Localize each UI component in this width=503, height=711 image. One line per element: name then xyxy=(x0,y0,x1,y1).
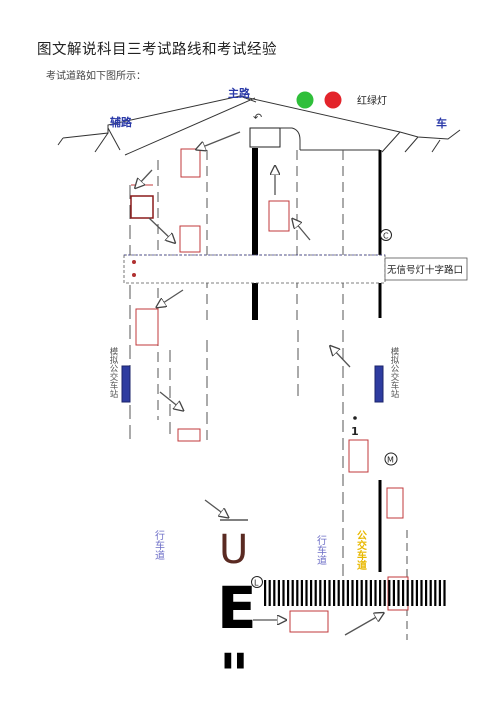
zebra-stripe xyxy=(296,580,299,606)
document-title: 图文解说科目三考试路线和考试经验 xyxy=(37,42,277,58)
lane-left-label: 行车道 xyxy=(153,529,165,560)
zebra-stripe xyxy=(323,580,326,606)
zebra-stripe xyxy=(425,580,428,606)
marker-m-icon: M xyxy=(384,452,398,466)
marker-c-upper: C xyxy=(380,229,392,241)
zebra-crossing xyxy=(264,580,446,606)
road-outline xyxy=(57,95,461,156)
zebra-stripe xyxy=(429,580,432,606)
zebra-stripe xyxy=(443,580,446,606)
zebra-stripe xyxy=(369,580,372,606)
svg-text:C: C xyxy=(383,232,389,241)
zebra-stripe xyxy=(420,580,423,606)
zebra-stripe xyxy=(273,580,276,606)
zebra-stripe xyxy=(277,580,280,606)
zebra-stripe xyxy=(360,580,363,606)
zebra-stripe xyxy=(434,580,437,606)
bus-stop-right: 模拟公交车站 xyxy=(374,346,399,403)
green-light-icon xyxy=(296,91,314,109)
red-light-icon xyxy=(324,91,342,109)
zebra-stripe xyxy=(392,580,395,606)
zebra-stripe xyxy=(268,580,271,606)
svg-text:M: M xyxy=(387,456,394,465)
zebra-stripe xyxy=(388,580,391,606)
zebra-stripe xyxy=(287,580,290,606)
zebra-stripe xyxy=(374,580,377,606)
zebra-stripe xyxy=(310,580,313,606)
bus-stop-right-label: 模拟公交车站 xyxy=(389,346,399,399)
zebra-stripe xyxy=(291,580,294,606)
zebra-stripe xyxy=(365,580,368,606)
intersection-label: 无信号灯十字路口 xyxy=(387,264,463,276)
zebra-stripe xyxy=(438,580,441,606)
zebra-stripe xyxy=(305,580,308,606)
big-letter-e: E xyxy=(217,574,257,642)
svg-text:↶: ↶ xyxy=(253,111,262,124)
marker-1: 1 xyxy=(351,416,359,438)
zebra-stripe xyxy=(346,580,349,606)
big-letter-u: U xyxy=(219,527,248,573)
lower-lane-lines xyxy=(169,330,408,640)
zebra-stripe xyxy=(383,580,386,606)
right-road-label: 车 xyxy=(436,116,447,130)
traffic-light-label: 红绿灯 xyxy=(357,94,387,107)
vehicle-boxes-upper xyxy=(130,148,290,346)
intersection-band: 无信号灯十字路口 xyxy=(123,254,468,284)
zebra-stripe xyxy=(314,580,317,606)
aux-road-label: 辅路 xyxy=(110,115,133,129)
zebra-stripe xyxy=(328,580,331,606)
bus-stop-left-label: 模拟公交车站 xyxy=(108,346,118,399)
zebra-stripe xyxy=(337,580,340,606)
zebra-stripe xyxy=(397,580,400,606)
zebra-stripe xyxy=(351,580,354,606)
document-subtitle: 考试道路如下图所示： xyxy=(46,71,146,82)
main-road-label: 主路 xyxy=(228,86,251,100)
lane-right-label: 行车道 xyxy=(315,534,327,565)
zebra-stripe xyxy=(264,580,267,606)
svg-text:L: L xyxy=(254,579,259,588)
zebra-stripe xyxy=(300,580,303,606)
zebra-stripe xyxy=(333,580,336,606)
zebra-stripe xyxy=(415,580,418,606)
zebra-stripe xyxy=(319,580,322,606)
bus-lane-label: 公交车道 xyxy=(355,530,367,571)
big-letter-quote: " xyxy=(219,641,249,709)
zebra-stripe xyxy=(379,580,382,606)
zebra-stripe xyxy=(411,580,414,606)
zebra-stripe xyxy=(282,580,285,606)
u-turn-marker: ↶ xyxy=(249,111,301,150)
zebra-stripe xyxy=(342,580,345,606)
bus-stop-left: 模拟公交车站 xyxy=(108,346,131,403)
upper-lane-lines xyxy=(129,148,382,440)
direction-arrows xyxy=(138,131,380,636)
zebra-stripe xyxy=(402,580,405,606)
zebra-stripe xyxy=(406,580,409,606)
svg-text:1: 1 xyxy=(351,425,359,438)
marker-c-lower: L xyxy=(251,576,263,588)
zebra-stripe xyxy=(356,580,359,606)
